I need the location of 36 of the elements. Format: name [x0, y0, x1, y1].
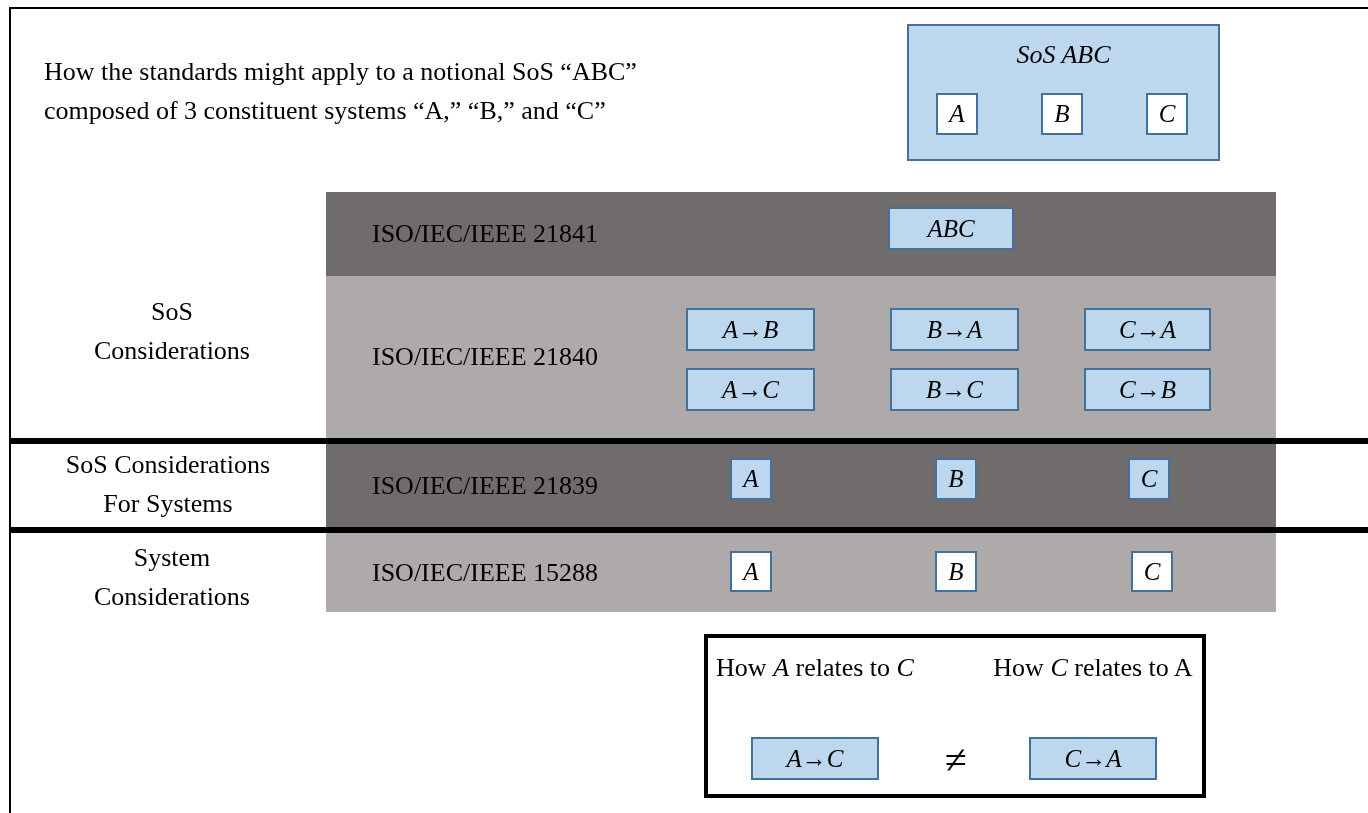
- comparison-box: [704, 634, 1206, 798]
- system-box: C: [1128, 458, 1170, 500]
- relation-heading: How C relates to A: [992, 652, 1194, 684]
- standard-label: ISO/IEC/IEEE 21840: [372, 342, 599, 372]
- system-box: ABC: [888, 207, 1014, 250]
- standard-band: [326, 276, 1276, 438]
- standard-band: [326, 444, 1276, 527]
- standard-label: ISO/IEC/IEEE 21839: [372, 470, 599, 501]
- sos-box: [907, 24, 1220, 161]
- system-box: B: [1041, 93, 1083, 135]
- system-box: B: [935, 458, 977, 500]
- system-box: A→B: [686, 308, 815, 351]
- relation-box: C→A: [1029, 737, 1157, 780]
- system-box: A: [730, 458, 772, 500]
- not-equal-sign: ≠: [944, 736, 968, 784]
- system-box: C→A: [1084, 308, 1211, 351]
- system-box: C: [1146, 93, 1188, 135]
- row-label: System Considerations: [93, 542, 251, 613]
- system-box: C→B: [1084, 368, 1211, 411]
- relation-box: A→C: [751, 737, 879, 780]
- system-box: B→A: [890, 308, 1019, 351]
- system-box: C: [1131, 551, 1173, 592]
- system-box: A: [730, 551, 772, 592]
- standard-label: ISO/IEC/IEEE 21841: [372, 219, 599, 249]
- system-box: B→C: [890, 368, 1019, 411]
- system-box: A→C: [686, 368, 815, 411]
- standard-label: ISO/IEC/IEEE 15288: [372, 557, 599, 588]
- row-label: SoS Considerations For Systems: [64, 449, 272, 520]
- sos-heading: SoS ABC: [1015, 40, 1112, 70]
- system-box: A: [936, 93, 978, 135]
- standard-band: [326, 533, 1276, 612]
- relation-heading: How A relates to C: [715, 652, 915, 684]
- row-label: SoS Considerations: [93, 296, 251, 367]
- title: How the standards might apply to a notional SoS “ABC” composed of 3 constituent systems “A,” “B,” and “C”: [44, 56, 638, 127]
- system-box: B: [935, 551, 977, 592]
- standard-band: [326, 192, 1276, 276]
